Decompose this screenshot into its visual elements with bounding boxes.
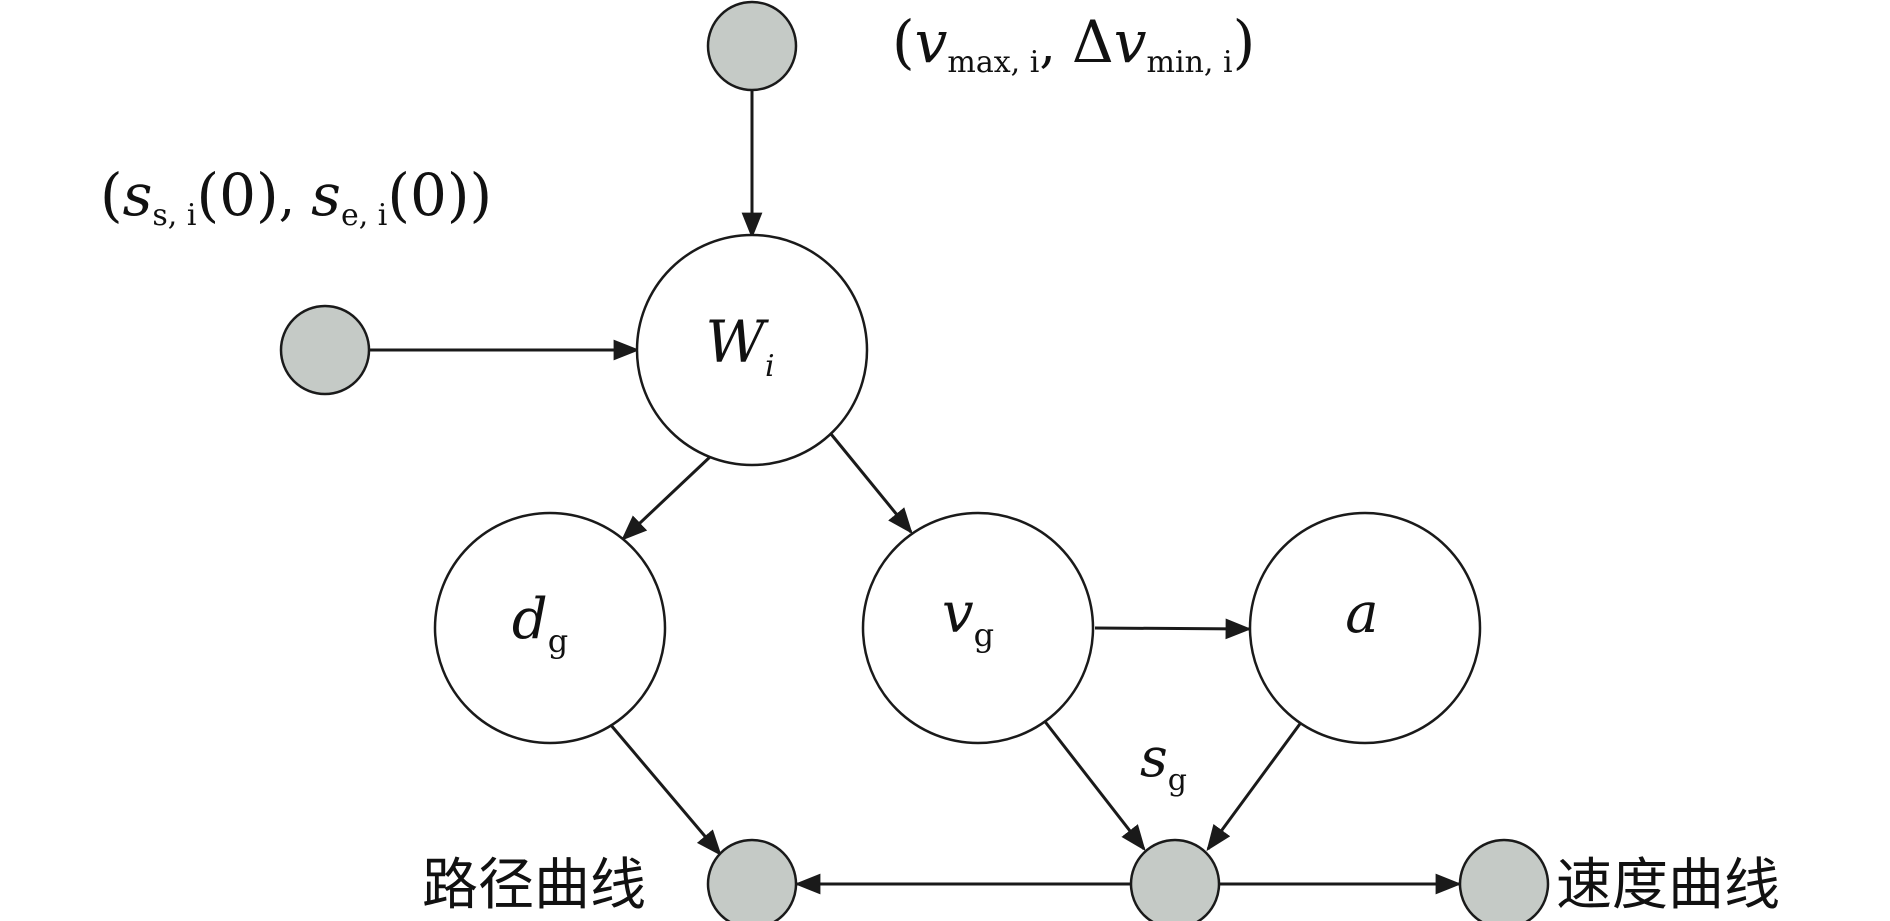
node-speed-curve <box>1458 838 1550 921</box>
edge-dg-to-path <box>608 723 722 856</box>
node-left-input <box>279 304 371 396</box>
edge-a-to-sg <box>1206 716 1307 852</box>
left-input-label: (ss, i(0),se, i(0)) <box>100 161 492 233</box>
node-vg-label: vg <box>942 581 994 654</box>
node-path-curve <box>706 838 798 921</box>
node-sg <box>1129 838 1221 921</box>
node-w <box>635 233 869 467</box>
node-a-label: a <box>1345 581 1378 646</box>
speed-curve-label: 速度曲线 <box>1556 853 1780 918</box>
edge-vg-to-a <box>1094 618 1252 640</box>
node-dg-label: dg <box>512 587 568 660</box>
path-curve-label: 路径曲线 <box>422 853 646 918</box>
edge-vg-to-sg <box>1041 718 1146 852</box>
node-w-label: Wi <box>705 308 774 384</box>
node-top-input <box>706 0 798 92</box>
top-input-label: (vmax, i,Δvmin, i) <box>892 8 1255 80</box>
sg-label: sg <box>1140 726 1187 798</box>
node-a <box>1248 511 1482 745</box>
node-vg <box>861 511 1095 745</box>
node-dg <box>433 511 667 745</box>
edge-w-to-vg <box>829 433 913 535</box>
edge-w-to-dg <box>621 454 713 541</box>
